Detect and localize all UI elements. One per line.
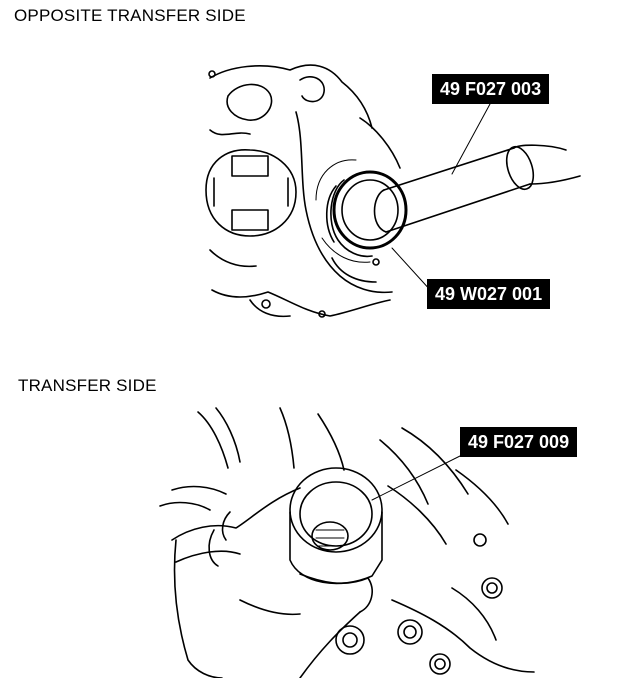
heading-opposite-transfer-side: OPPOSITE TRANSFER SIDE	[14, 6, 246, 25]
callout-tool-49-f027-009: 49 F027 009	[460, 427, 578, 457]
callout-tool-49-f027-003: 49 F027 003	[432, 74, 550, 104]
heading-transfer-side: TRANSFER SIDE	[18, 376, 157, 395]
lower-case-drawing	[159, 407, 535, 678]
upper-case-drawing	[205, 64, 581, 318]
callout-tool-49-w027-001: 49 W027 001	[427, 279, 551, 309]
